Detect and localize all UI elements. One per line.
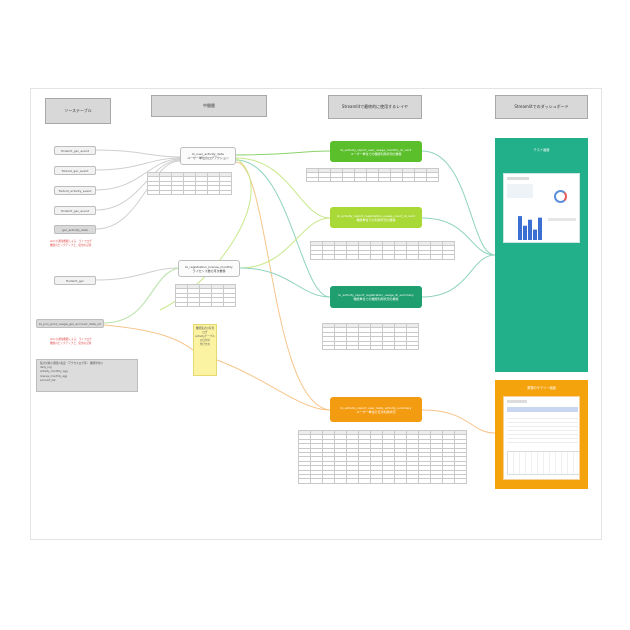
data-note-line: account_list xyxy=(40,378,56,382)
sticky-line: activityテーブル xyxy=(195,335,215,338)
source-note-line: 機能のピックアップと、使用の記録 xyxy=(50,342,92,345)
source-note: GUI の通知機能による、ライフログ 機能のピックアップと、使用の記録 xyxy=(50,240,92,248)
node-description: ユーザー単位の日次利用状況 xyxy=(356,409,396,414)
sticky-line: 機能集計の有無 xyxy=(195,327,215,330)
sticky-note: 機能集計の有無 ログ activityテーブル の日付の 付け方の xyxy=(193,324,217,376)
node-name: bi_activity_report_registration_usage_co… xyxy=(337,213,415,218)
header-streamlit-layer: Streamlitで最終的に使用するレイヤ xyxy=(328,95,422,119)
data-note-line: daily_log xyxy=(40,366,52,370)
node-name: bi_registration_license_monthly xyxy=(185,264,233,269)
source-table[interactable]: bl_join_prod_usage_ger_account_data_v2 xyxy=(36,319,104,328)
header-source-tables: ソーステーブル xyxy=(45,98,111,124)
screenshot-highlight-row xyxy=(507,407,578,412)
mini-bar xyxy=(523,225,527,240)
mini-bar-chart xyxy=(518,216,542,240)
sample-table xyxy=(306,167,439,183)
donut-chart-icon xyxy=(554,190,567,203)
node-description: ライセンス数の月次推移 xyxy=(192,268,226,273)
screenshot-table xyxy=(507,415,578,445)
dashboard-summary-screen[interactable]: 業務のサマリー画面 xyxy=(495,380,588,489)
mini-bar xyxy=(538,217,542,240)
node-description: 機能単位での機能利用状況の推移 xyxy=(353,297,399,301)
screenshot-caption-bar xyxy=(548,218,576,221)
source-table[interactable]: ger_activity_data xyxy=(54,225,96,234)
sticky-line: の日付の xyxy=(199,339,211,342)
node-name: bi_activity_report_user_daily_activity_s… xyxy=(340,405,412,410)
data-note-line: activity_monthly_agg xyxy=(40,370,68,374)
mart-node-user-daily[interactable]: bi_activity_report_user_daily_activity_s… xyxy=(330,397,422,422)
sticky-line: ログ xyxy=(202,331,208,334)
data-note-box: 集計対象の期間の指定（アクセスログ等） 機能単位の daily_log acti… xyxy=(36,359,138,392)
mini-bar xyxy=(533,229,537,240)
sticky-line: 付け方の xyxy=(199,343,211,346)
data-note-line: license_monthly_agg xyxy=(40,374,68,378)
sample-table xyxy=(175,283,236,308)
screenshot-panel xyxy=(507,184,533,198)
dashboard-screenshot xyxy=(503,396,580,480)
dashboard-test-screen[interactable]: テスト画面 xyxy=(495,138,588,372)
source-note-line: 機能のピックアップと、使用の記録 xyxy=(50,244,92,247)
source-note-line: GUI の通知機能による、ライフログ xyxy=(50,338,92,341)
source-table[interactable]: fixdsnt_ger_event xyxy=(54,166,96,175)
dashboard-title: テスト画面 xyxy=(533,148,550,152)
dashboard-title: 業務のサマリー画面 xyxy=(527,386,556,390)
data-note-line: 集計対象の期間の指定（アクセスログ等） 機能単位の xyxy=(40,362,103,365)
node-name: bi_user_activity_data xyxy=(192,152,224,156)
mini-bar xyxy=(518,216,522,240)
node-description: 機能単位での利用状況の推移 xyxy=(356,217,396,222)
source-table[interactable]: fixdsmt_ger_event xyxy=(54,146,96,155)
mart-node-registration-summary[interactable]: bi_activity_report_registration_usage_lb… xyxy=(330,286,422,308)
mart-node-registration-count[interactable]: bi_activity_report_registration_usage_co… xyxy=(330,207,422,228)
header-intermediate: 中間層 xyxy=(151,95,267,117)
dashboard-screenshot xyxy=(503,173,580,243)
source-note: GUI の通知機能による、ライフログ 機能のピックアップと、使用の記録 xyxy=(50,338,92,346)
source-table[interactable]: fixdsnt_activity_event xyxy=(54,186,96,195)
source-note-line: GUI の通知機能による、ライフログ xyxy=(50,240,92,243)
node-name: bi_activity_report_user_usage_monthly_lb… xyxy=(340,147,412,152)
node-name: bi_activity_report_registration_usage_lb… xyxy=(338,293,414,297)
source-table[interactable]: fixdsmt_ger xyxy=(54,276,96,285)
intermediate-node[interactable]: bi_registration_license_monthly ライセンス数の月… xyxy=(178,260,240,277)
sample-table xyxy=(322,322,419,351)
screenshot-header-bar xyxy=(507,177,529,180)
intermediate-node[interactable]: bi_user_activity_data ユーザー単位のログアクション xyxy=(180,147,236,165)
header-dashboard: Streamlitでのダッシュボード xyxy=(495,95,588,119)
source-table[interactable]: fixdsmt_ger_event xyxy=(54,206,96,215)
sample-table xyxy=(310,240,455,260)
screenshot-header-bar xyxy=(507,400,527,403)
node-description: ユーザー単位での機能利用状況の推移 xyxy=(350,151,402,156)
node-description: ユーザー単位のログアクション xyxy=(187,156,229,160)
mart-node-user-usage[interactable]: bi_activity_report_user_usage_monthly_lb… xyxy=(330,141,422,162)
sample-table xyxy=(147,171,232,196)
sample-table xyxy=(298,429,467,484)
screenshot-grid xyxy=(507,451,579,475)
mini-bar xyxy=(528,219,532,240)
